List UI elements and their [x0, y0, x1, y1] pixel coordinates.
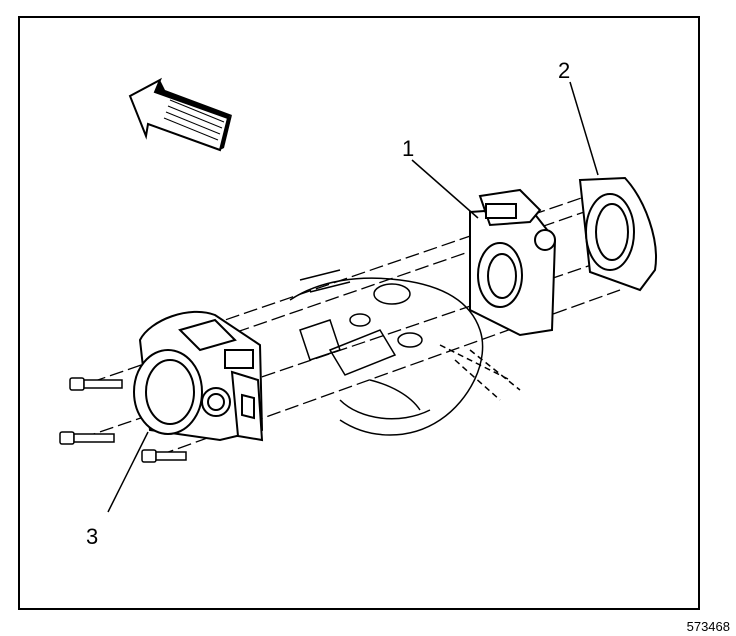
bolt-lower — [141, 449, 187, 463]
arrow-left-up-icon — [128, 77, 232, 152]
bolt-upper — [69, 377, 123, 391]
bolt-middle — [59, 431, 115, 445]
figure-number: 573468 — [686, 619, 730, 634]
throttle-body-adapter — [469, 188, 557, 337]
callout-3: 3 — [86, 524, 98, 549]
throttle-body — [133, 310, 264, 442]
leader-line-2 — [569, 81, 599, 176]
leader-line-3 — [107, 431, 149, 513]
leader-line-1 — [411, 159, 479, 219]
callout-1: 1 — [402, 136, 414, 161]
callout-2: 2 — [558, 58, 570, 83]
leader-lines — [107, 81, 599, 513]
gasket — [578, 176, 657, 292]
diagram-frame — [18, 16, 700, 610]
mounting-bolts — [59, 377, 187, 463]
